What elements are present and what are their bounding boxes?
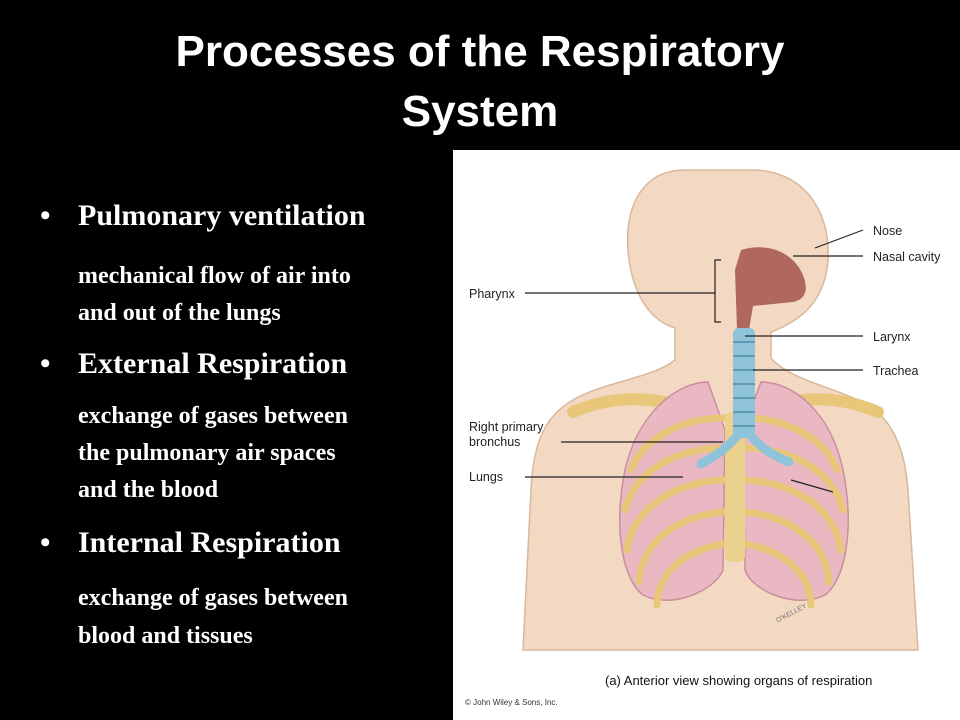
bronchus-right [746, 431, 794, 467]
label-pharynx: Pharynx [469, 287, 515, 301]
bullet-dot: • [40, 347, 51, 380]
bronchus-left [696, 431, 742, 469]
bullet-description-line: exchange of gases between [78, 585, 348, 611]
respiratory-system-figure: Nose Nasal cavity Pharynx Larynx Trachea… [453, 150, 960, 720]
bullet-description-line: exchange of gases between [78, 403, 348, 429]
bullet-heading-external-respiration: • External Respiration [40, 344, 347, 384]
label-nose: Nose [873, 224, 903, 238]
bullet-dot: • [40, 526, 51, 559]
bullet-heading-text: External Respiration [78, 347, 348, 380]
bullet-dot: • [40, 199, 51, 232]
title-line-2: System [401, 87, 559, 136]
bullet-description-line: and out of the lungs [78, 300, 281, 326]
bullet-description-line: the pulmonary air spaces [78, 440, 336, 466]
label-right-primary-bronchus-line2: bronchus [469, 435, 521, 449]
bullet-description-line: mechanical flow of air into [78, 263, 351, 289]
bullet-heading-internal-respiration: • Internal Respiration [40, 523, 341, 563]
label-larynx: Larynx [873, 330, 911, 344]
title-line-1: Processes of the Respiratory [175, 27, 785, 76]
bullet-description-line: and the blood [78, 477, 219, 503]
leader-lines [525, 229, 864, 493]
label-trachea: Trachea [873, 364, 919, 378]
trachea-rings [733, 341, 755, 427]
bullet-heading-pulmonary-ventilation: • Pulmonary ventilation [40, 196, 366, 236]
slide-title: Processes of the Respiratory System [0, 22, 960, 142]
figure-copyright: © John Wiley & Sons, Inc. [465, 698, 558, 707]
respiratory-illustration [522, 169, 919, 651]
nasal-cavity-shape [735, 247, 806, 330]
figure-caption: (a) Anterior view showing organs of resp… [605, 673, 873, 688]
bullet-heading-text: Internal Respiration [78, 526, 341, 559]
bullet-description-line: blood and tissues [78, 623, 253, 649]
bullet-heading-text: Pulmonary ventilation [78, 199, 366, 232]
label-nasal-cavity: Nasal cavity [873, 250, 941, 264]
label-lungs: Lungs [469, 470, 504, 484]
label-right-primary-bronchus-line1: Right primary [469, 420, 544, 434]
